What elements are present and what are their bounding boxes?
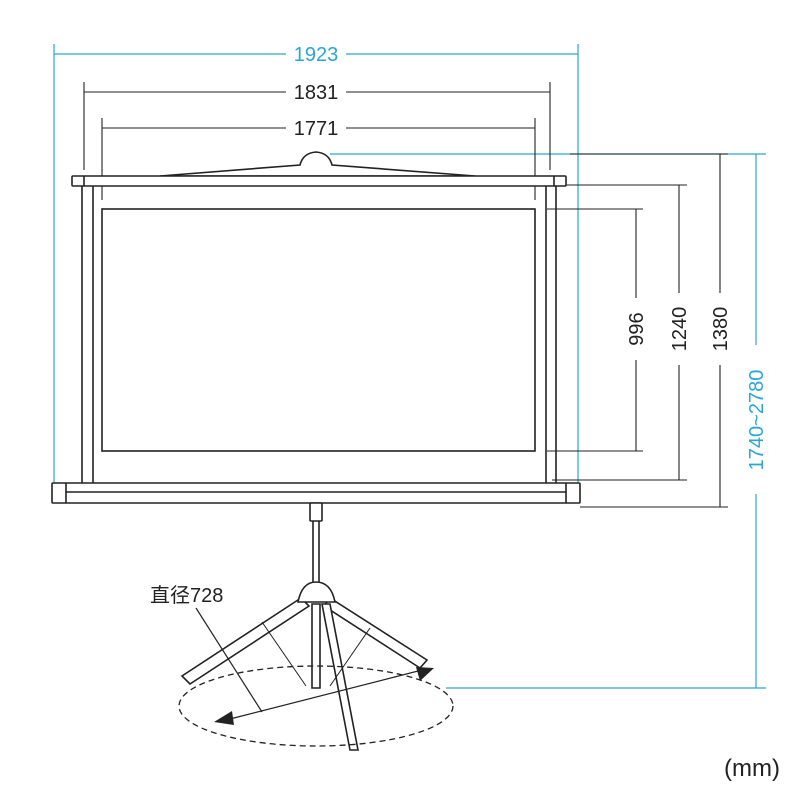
total-height-label: 1740~2780	[746, 370, 768, 471]
screen-width-label: 1771	[294, 118, 339, 140]
screen-side-rails	[81, 186, 557, 484]
bar-width-label: 1831	[294, 82, 339, 104]
frame-height-label: 1240	[669, 307, 691, 352]
tripod-diameter-indicator	[178, 607, 454, 747]
tripod-base	[180, 581, 429, 751]
overall-width-label: 1923	[294, 44, 339, 66]
unit-label: (mm)	[724, 755, 780, 782]
screen-top-case	[71, 151, 567, 187]
tripod-diameter-label: 直径728	[150, 584, 223, 607]
blue-dimension-lines	[53, 44, 766, 689]
screen-viewing-area	[101, 208, 536, 452]
case-height-label: 1380	[710, 307, 732, 352]
screen-height-label: 996	[626, 312, 648, 345]
stand-pole	[309, 502, 323, 584]
screen-bottom-bar	[51, 482, 581, 504]
